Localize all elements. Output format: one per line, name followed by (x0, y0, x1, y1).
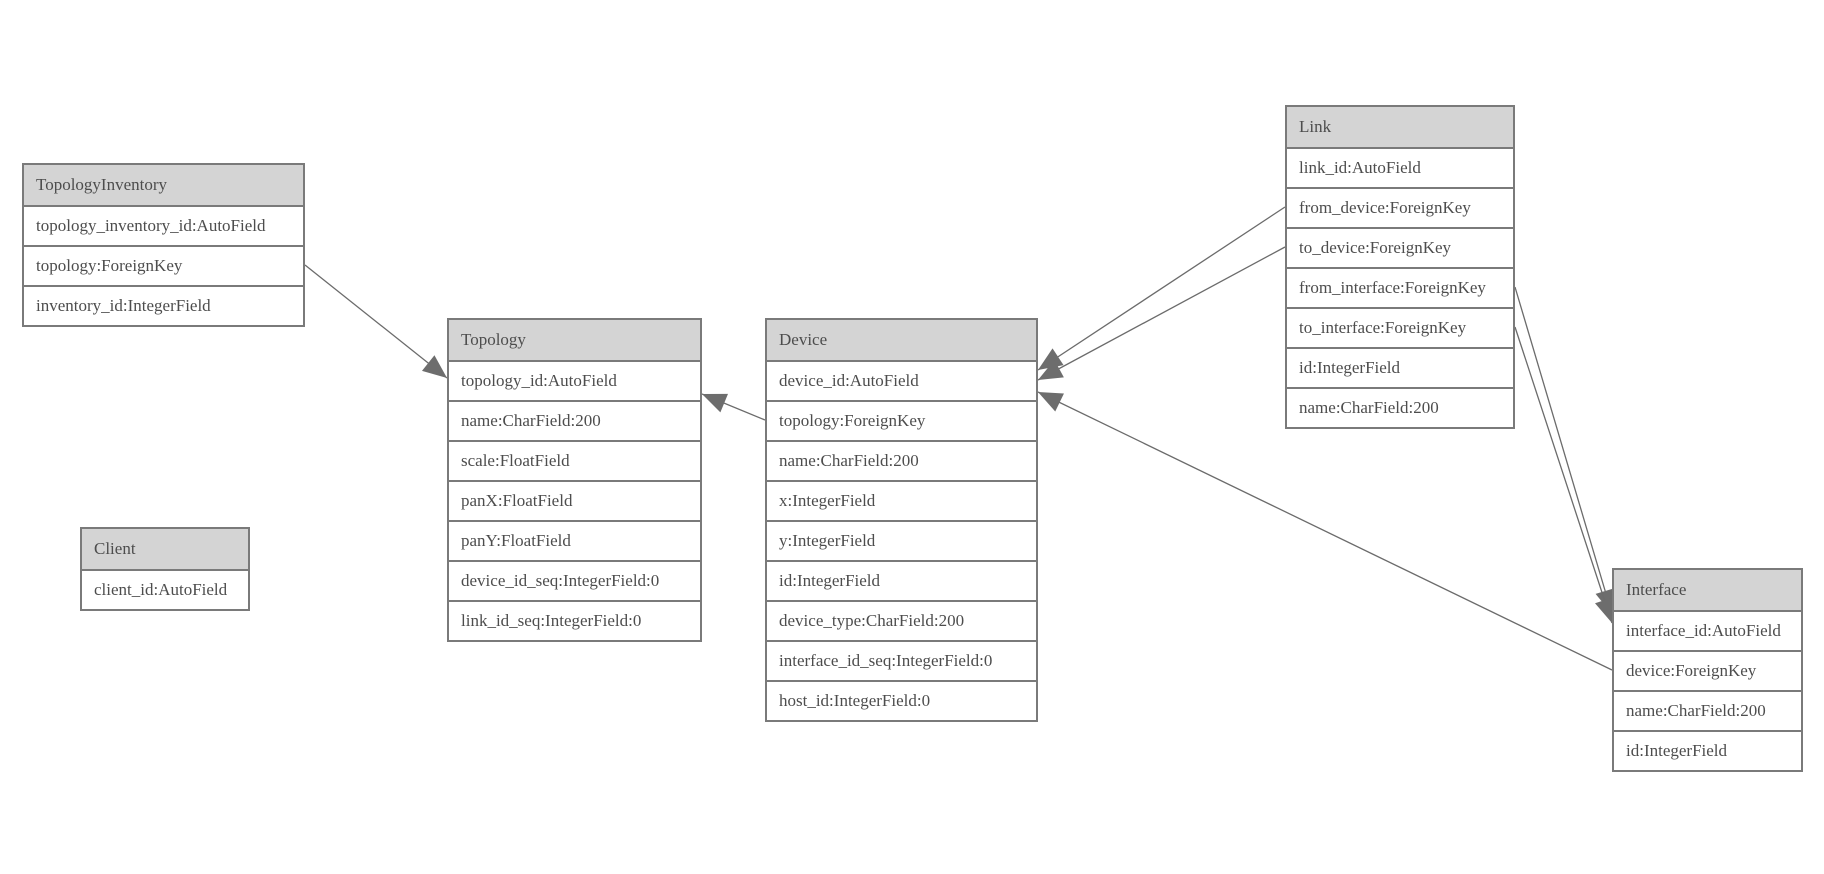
entity-field-row: interface_id:AutoField (1614, 610, 1801, 650)
entity-field-row: to_interface:ForeignKey (1287, 307, 1513, 347)
entity-field-row: interface_id_seq:IntegerField:0 (767, 640, 1036, 680)
entity-field-row: id:IntegerField (767, 560, 1036, 600)
relationship-line-link-tointerface-interface (1514, 326, 1613, 624)
entity-field-row: id:IntegerField (1287, 347, 1513, 387)
arrowhead-icon (421, 355, 447, 378)
entity-field-row: panY:FloatField (449, 520, 700, 560)
arrowhead-icon (702, 393, 728, 413)
entity-title-topology[interactable]: Topology (449, 320, 700, 360)
entity-field-row: from_interface:ForeignKey (1287, 267, 1513, 307)
entity-title-interface[interactable]: Interface (1614, 570, 1801, 610)
entity-field-row: scale:FloatField (449, 440, 700, 480)
entity-field-row: link_id:AutoField (1287, 147, 1513, 187)
arrowhead-icon (1038, 348, 1064, 370)
arrowhead-icon (1038, 392, 1064, 412)
entity-field-row: host_id:IntegerField:0 (767, 680, 1036, 720)
entity-field-row: device_id_seq:IntegerField:0 (449, 560, 700, 600)
entity-field-row: from_device:ForeignKey (1287, 187, 1513, 227)
entity-field-row: client_id:AutoField (82, 569, 248, 609)
arrowhead-icon (1038, 359, 1064, 380)
entity-title-device[interactable]: Device (767, 320, 1036, 360)
entity-field-row: name:CharField:200 (449, 400, 700, 440)
relationship-line-link-todevice-device (1037, 246, 1286, 381)
entity-field-row: topology_id:AutoField (449, 360, 700, 400)
entity-field-row: name:CharField:200 (1614, 690, 1801, 730)
entity-field-row: topology_inventory_id:AutoField (24, 205, 303, 245)
entity-field-row: device_id:AutoField (767, 360, 1036, 400)
entity-field-row: topology:ForeignKey (767, 400, 1036, 440)
entity-field-row: y:IntegerField (767, 520, 1036, 560)
relationship-line-interface-device (1037, 391, 1613, 671)
entity-field-row: id:IntegerField (1614, 730, 1801, 770)
entity-field-row: device:ForeignKey (1614, 650, 1801, 690)
arrowhead-icon (1595, 597, 1615, 623)
entity-field-row: name:CharField:200 (1287, 387, 1513, 427)
relationship-line-link-frominterface-interface (1514, 286, 1613, 615)
entity-field-row: panX:FloatField (449, 480, 700, 520)
relationship-line-link-fromdevice-device (1037, 206, 1286, 371)
entity-field-row: x:IntegerField (767, 480, 1036, 520)
entity-field-row: topology:ForeignKey (24, 245, 303, 285)
entity-field-row: link_id_seq:IntegerField:0 (449, 600, 700, 640)
entity-title-topology_inventory[interactable]: TopologyInventory (24, 165, 303, 205)
entity-field-row: to_device:ForeignKey (1287, 227, 1513, 267)
entity-field-row: device_type:CharField:200 (767, 600, 1036, 640)
entity-title-link[interactable]: Link (1287, 107, 1513, 147)
entity-field-row: inventory_id:IntegerField (24, 285, 303, 325)
entity-title-client[interactable]: Client (82, 529, 248, 569)
relationship-line-topologyinventory-topology (304, 264, 448, 379)
entity-field-row: name:CharField:200 (767, 440, 1036, 480)
